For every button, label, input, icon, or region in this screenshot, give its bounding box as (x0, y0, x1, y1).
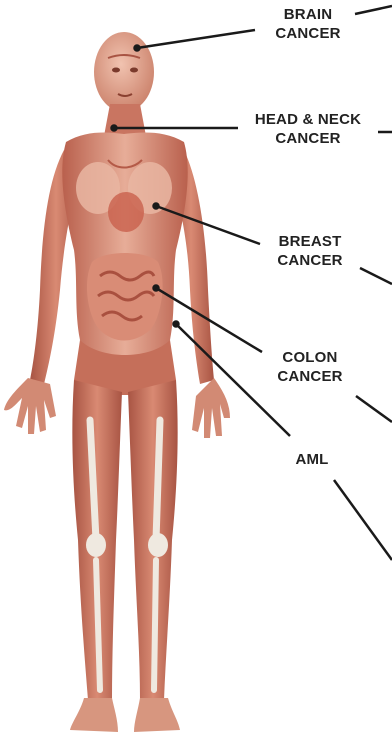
aml-label-line1: AML (284, 450, 340, 469)
breast-cancer-label-line1: BREAST (264, 232, 356, 251)
head-neck-cancer-label-line1: HEAD & NECK (240, 110, 376, 129)
brain-cancer-label: BRAIN CANCER (262, 5, 354, 43)
aml-label: AML (284, 450, 340, 469)
breast-cancer-label-line2: CANCER (264, 251, 356, 270)
neck (104, 104, 146, 136)
colon-cancer-label: COLON CANCER (264, 348, 356, 386)
head (94, 32, 154, 112)
right-leg (128, 380, 180, 732)
breast-cancer-label: BREAST CANCER (264, 232, 356, 270)
colon-cancer-label-line1: COLON (264, 348, 356, 367)
intestines (87, 253, 163, 341)
head-neck-cancer-label: HEAD & NECK CANCER (240, 110, 376, 148)
colon-cancer-label-line2: CANCER (264, 367, 356, 386)
head-neck-cancer-label-line2: CANCER (240, 129, 376, 148)
brain-cancer-label-line1: BRAIN (262, 5, 354, 24)
left-leg (70, 380, 122, 732)
brain-cancer-label-line2: CANCER (262, 24, 354, 43)
